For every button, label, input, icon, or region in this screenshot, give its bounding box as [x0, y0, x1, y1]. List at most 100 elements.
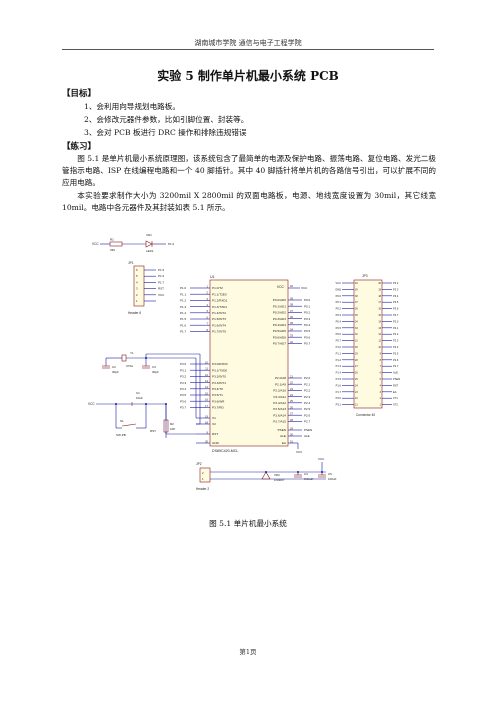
c5-value: 100uF — [328, 477, 337, 481]
jp3-right-net: P2.0 — [393, 319, 399, 323]
r1-ref: R1 — [110, 238, 114, 242]
u1-extra-net: ALE — [304, 434, 310, 438]
u1-p0-label: P0.7/AD7 — [273, 342, 287, 346]
jp3-pin-number: 27 — [355, 365, 358, 368]
jp3-right-net: P3.3 — [393, 287, 399, 291]
u1-p2-net: P2.4 — [304, 401, 311, 405]
u1-pin-number: 10 — [205, 360, 208, 364]
u1-p3-label: P3.7/RD — [212, 406, 224, 410]
u1-p2-label: P2.6/A14 — [273, 413, 286, 417]
u1-pin-number: 17 — [205, 404, 208, 408]
jp3-pin-number: 31 — [355, 340, 358, 343]
u1-pin-number: 28 — [290, 418, 293, 422]
jp1-net: P1.7 — [158, 280, 165, 284]
jp3-pin-number: 16 — [378, 308, 381, 311]
junction-dot — [165, 403, 167, 405]
u1-pin-number: 30 — [290, 432, 293, 436]
jp3-pin-number: 3 — [380, 391, 382, 394]
jp3-left-net: P0.2 — [336, 307, 342, 311]
jp3-pin-number: 17 — [378, 301, 381, 304]
goal-item: 2、会修改元器件参数，比如引脚位置、封装等。 — [84, 115, 249, 124]
jp3-left-net: P0.0 — [336, 294, 342, 298]
u1-p2-net: P2.5 — [304, 407, 311, 411]
practice-paragraph-1: 图 5.1 是单片机最小系统原理图，该系统包含了最简单的电源及保护电路、振荡电路… — [62, 154, 436, 187]
u1-p1-label: P1.0/T2 — [212, 286, 223, 290]
y1-body — [121, 354, 127, 362]
jp3-pin-number: 34 — [355, 320, 358, 323]
jp2-ref: JP2 — [196, 462, 202, 466]
jp1-pin-number: 3 — [136, 287, 138, 291]
u1-p2-net: P2.0 — [304, 376, 311, 380]
u1-p2-label: P2.7/A15 — [273, 420, 286, 424]
vd2-symbol — [261, 471, 271, 480]
jp3-pin-number: 10 — [378, 346, 381, 349]
jp2-part: Header 2 — [196, 487, 209, 491]
u1-p0-net: P0.2 — [304, 311, 311, 315]
u1-pin-number: 4 — [207, 303, 209, 307]
jp3-right-net: P3.6 — [393, 307, 399, 311]
s1-ref: S1 — [120, 419, 124, 423]
u1-p3-net: P3.2 — [180, 375, 187, 379]
u1-p1-net: P1.3 — [180, 305, 187, 309]
jp3-pin-number: 14 — [378, 320, 381, 323]
u1-p3-net: P3.0 — [180, 362, 187, 366]
u1-pin-number: 31 — [290, 439, 293, 443]
u1-pin-number: 34 — [290, 327, 293, 331]
u1-p0-net: P0.0 — [304, 298, 311, 302]
jp3-pin-number: 15 — [378, 314, 381, 317]
vd1-part: LED1 — [146, 249, 154, 253]
jp3-left-net: P0.5 — [336, 326, 342, 330]
u1-p3-label: P3.6/WR — [212, 399, 225, 403]
u1-pin-number: 23 — [290, 387, 293, 391]
jp3-right-net: P2.2 — [393, 332, 399, 336]
jp3-pin-number: 28 — [355, 359, 358, 362]
jp3-pin-number: 39 — [355, 288, 358, 291]
r2-ref: R2 — [170, 422, 174, 426]
u1-pin-number: 27 — [290, 412, 293, 416]
junction-dot — [321, 471, 323, 473]
u1-p2-label: P2.2/A10 — [273, 389, 286, 393]
goal-item: 1、会利用向导规划电路板。 — [84, 102, 180, 111]
jp3-right-net: P3.7 — [393, 313, 399, 317]
u1-pin-number: 13 — [205, 379, 208, 383]
c4-value: 0.01uF — [304, 477, 314, 481]
u1-pin-number: 15 — [205, 391, 208, 395]
jp3-pin-number: 5 — [380, 378, 382, 381]
jp1-net: P1.5 — [158, 268, 165, 272]
page-number: 第1页 — [239, 648, 257, 656]
r1-vcc-label: VCC — [92, 242, 99, 246]
u1-pin-number: 21 — [290, 374, 293, 378]
u1-p0-net: P0.3 — [304, 317, 311, 321]
junction-dot — [115, 403, 117, 405]
u1-pin-number: 5 — [207, 309, 209, 313]
c1-ref: C1 — [136, 391, 140, 395]
r1-body — [109, 241, 123, 247]
vd1-symbol — [145, 240, 153, 248]
vd1-ref: VD1 — [146, 233, 152, 237]
u1-p1-net: P1.2 — [180, 299, 187, 303]
u1-p0-label: P0.0/AD0 — [273, 298, 287, 302]
u1-p3-net: P3.5 — [180, 393, 187, 397]
u1-p2-net: P2.3 — [304, 395, 311, 399]
jp3-pin-number: 21 — [355, 404, 358, 407]
jp3-left-net: P1.5 — [336, 377, 342, 381]
jp3-left-net: P1.3 — [336, 364, 342, 368]
jp3-pin-number: 18 — [378, 295, 381, 298]
jp3-left-net: P0.3 — [336, 313, 342, 317]
r1-value: 330 — [110, 248, 115, 252]
u1-ref: U1 — [210, 275, 215, 279]
jp2-pin-number: 2 — [202, 471, 204, 475]
jp3-pin-number: 29 — [355, 352, 358, 355]
u1-vcc-label: VCC — [277, 285, 285, 289]
jp3-left-net: P1.0 — [336, 345, 342, 349]
u1-p2-label: P2.3/A11 — [274, 395, 287, 399]
jp3-pin-number: 19 — [378, 288, 381, 291]
jp3-pin-number: 12 — [378, 333, 381, 336]
jp3-pin-number: 37 — [355, 301, 358, 304]
jp3-left-net: P1.1 — [336, 351, 342, 355]
jp1-vcc-label: VCC — [158, 293, 165, 297]
u1-p2-net: P2.7 — [304, 420, 311, 424]
u1-p3-label: P3.4/T0 — [212, 387, 223, 391]
u1-pin-number: 35 — [290, 321, 293, 325]
u1-x1-label: X1 — [212, 416, 216, 420]
